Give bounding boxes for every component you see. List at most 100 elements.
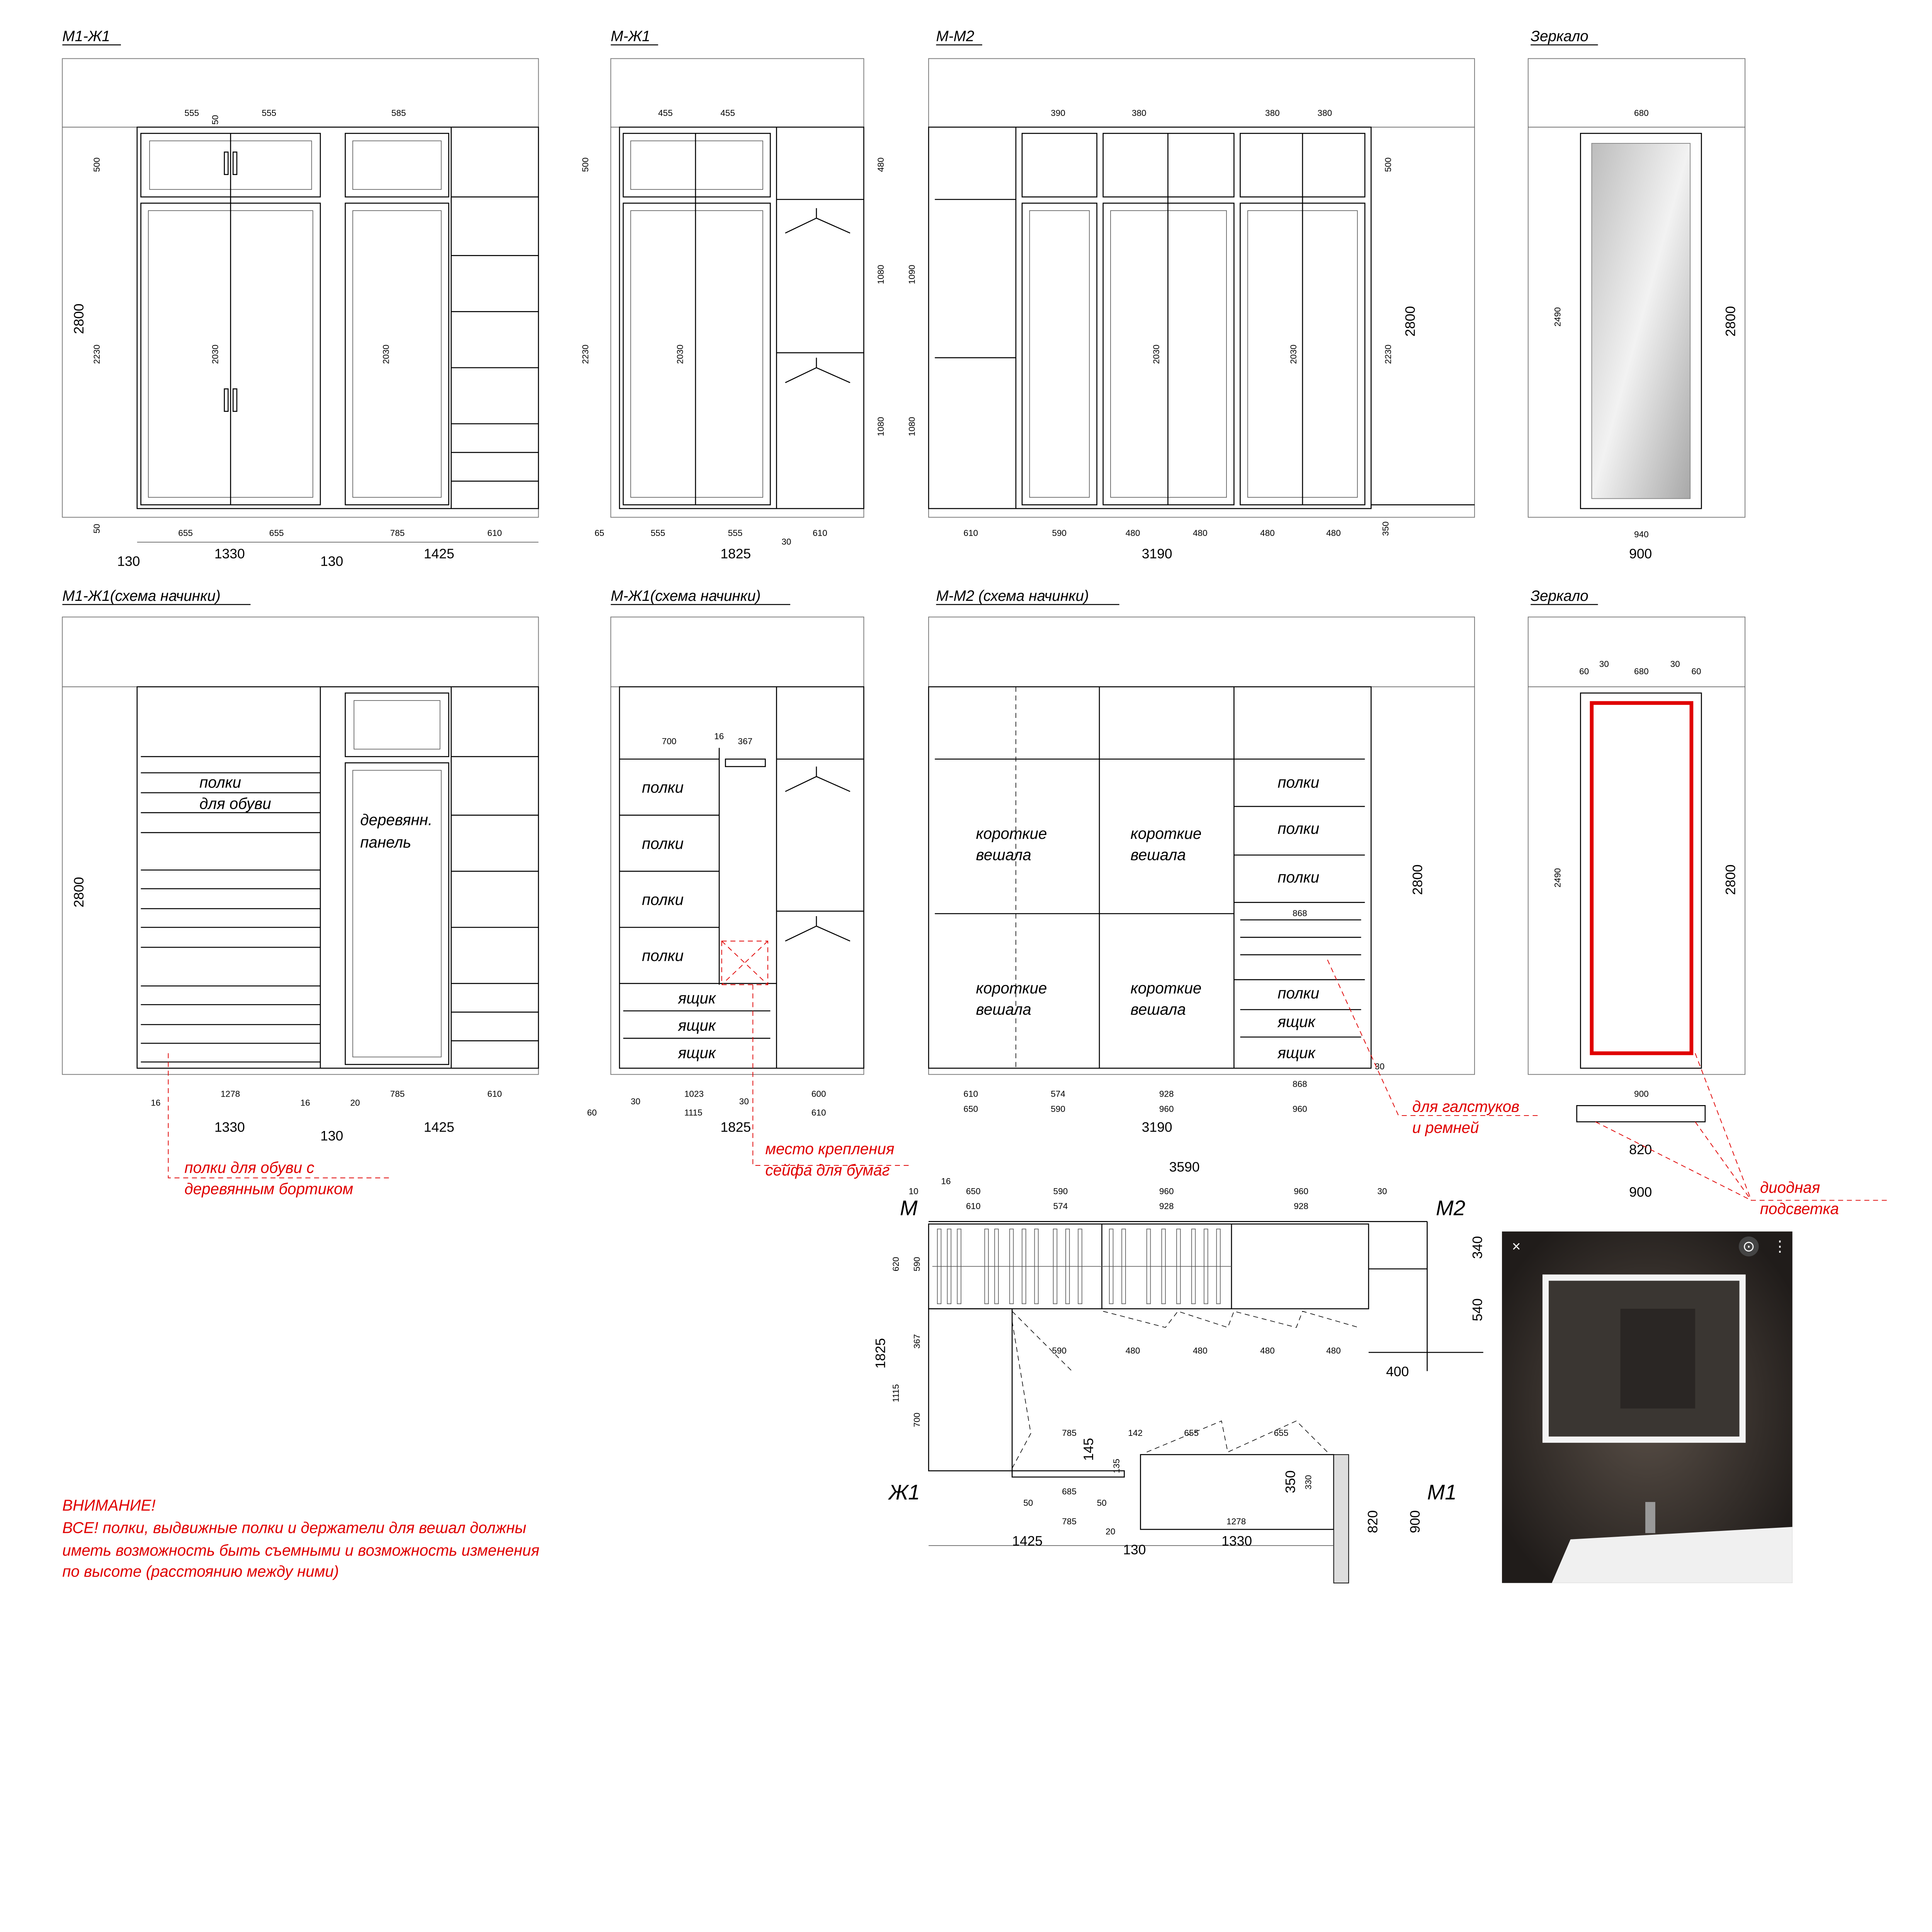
- dim: 1115: [891, 1384, 901, 1402]
- dim: 330: [1304, 1475, 1313, 1490]
- dim: 2030: [381, 345, 391, 364]
- dim: 1825: [872, 1338, 888, 1369]
- reference-photo: × ⊙ ⋮: [1502, 1231, 1793, 1583]
- dim: 610: [811, 1108, 826, 1117]
- close-icon[interactable]: ×: [1512, 1238, 1521, 1255]
- label: короткие: [1131, 825, 1202, 842]
- dim: 680: [1634, 108, 1649, 118]
- view-title: М-Ж1(схема начинки): [611, 588, 761, 604]
- drawing-line: [1022, 1228, 1026, 1304]
- drawing-line: [1368, 1221, 1483, 1371]
- dim: 65: [595, 528, 604, 538]
- dim: 900: [1629, 546, 1652, 561]
- dim: 20: [350, 1098, 360, 1107]
- dim: 1330: [214, 1119, 245, 1135]
- dim: 500: [92, 157, 102, 172]
- label: вешала: [1131, 846, 1186, 864]
- safe-mount-area: [721, 940, 769, 985]
- view-m-zh1: М-Ж1 2230 2030 1825 555 555 610 455 455 …: [581, 28, 886, 561]
- drawing-line: [345, 133, 449, 197]
- lens-icon[interactable]: ⊙: [1743, 1238, 1755, 1255]
- warning-text: иметь возможность быть съемными и возмож…: [62, 1541, 539, 1559]
- dim: 60: [1579, 667, 1589, 676]
- drawing-line: [725, 759, 766, 767]
- dim: 480: [1260, 528, 1275, 538]
- label: полки: [1277, 774, 1319, 791]
- dim: 50: [1023, 1498, 1033, 1508]
- drawing-line: [345, 762, 449, 1065]
- led-strip: [1590, 701, 1694, 1055]
- label: короткие: [976, 825, 1047, 842]
- drawing-line: [1191, 1228, 1196, 1304]
- wardrobe-body: [619, 126, 864, 509]
- plan-label: Ж1: [888, 1480, 920, 1504]
- drawing-line: [619, 686, 864, 1069]
- dim: 130: [117, 554, 140, 569]
- lens-button[interactable]: [1738, 1236, 1759, 1257]
- dim: 928: [1159, 1089, 1174, 1099]
- drawing-line: [947, 1228, 952, 1304]
- drawing-line: [1012, 1311, 1359, 1469]
- label: вешала: [1131, 1000, 1186, 1018]
- label: полки: [199, 774, 241, 791]
- more-options-icon[interactable]: ⋮: [1772, 1238, 1787, 1255]
- dim: 135: [1112, 1459, 1121, 1473]
- label: полки: [642, 779, 684, 796]
- dim: 2800: [1410, 864, 1425, 895]
- drawing-line: [1110, 210, 1227, 498]
- dim: 142: [1128, 1428, 1143, 1438]
- note-led: подсветка: [1760, 1200, 1839, 1218]
- view-title: М-М2: [936, 28, 975, 44]
- note-ties-belts: для галстуков: [1412, 1097, 1519, 1115]
- note-safe-mount: сейфа для бумаг: [765, 1161, 890, 1179]
- drawing-line: [937, 1228, 942, 1304]
- view-title: М1-Ж1: [62, 28, 110, 44]
- drawing-line: [721, 940, 769, 985]
- dim: 30: [631, 1097, 640, 1106]
- drawing-line: [1012, 1470, 1125, 1478]
- drawing-line: [1146, 1420, 1328, 1453]
- dim: 610: [966, 1201, 981, 1211]
- dim: 1425: [424, 1119, 454, 1135]
- dim: 3590: [1169, 1159, 1200, 1175]
- sink-image: [1552, 1527, 1793, 1583]
- drawing-line: [1204, 1228, 1208, 1304]
- dim: 610: [487, 1089, 502, 1099]
- dim: 16: [300, 1098, 310, 1107]
- drawing-line: [352, 140, 442, 190]
- view-m-m2: М-М2 3190 2800 2230 2030 2030 610 590 48…: [907, 28, 1475, 561]
- drawing-line: [721, 940, 768, 985]
- dim: 785: [390, 1089, 405, 1099]
- dim: 928: [1159, 1201, 1174, 1211]
- dim: 590: [1052, 1346, 1067, 1355]
- dim: 2230: [581, 345, 590, 364]
- dim: 2030: [1151, 345, 1161, 364]
- plan-label: М: [900, 1196, 918, 1220]
- label: полки: [642, 891, 684, 908]
- dim: 610: [964, 1089, 978, 1099]
- dim: 16: [151, 1098, 160, 1107]
- drawing-line: [1029, 210, 1090, 498]
- dim: 50: [92, 524, 102, 534]
- dim: 590: [912, 1257, 922, 1272]
- dim: 2490: [1553, 307, 1563, 327]
- floor-plan: М М2 Ж1 М1 3590 650 590 960 960 610 574 …: [872, 1159, 1485, 1583]
- drawing-line: [1216, 1228, 1221, 1304]
- dim: 600: [811, 1089, 826, 1099]
- dim: 390: [1051, 108, 1065, 118]
- dim: 2800: [1723, 306, 1738, 337]
- drawing-line: [1053, 1228, 1058, 1304]
- label: ящик: [1277, 1044, 1316, 1062]
- dim: 380: [1318, 108, 1332, 118]
- drawing-line: [1176, 1228, 1181, 1304]
- dim: 500: [581, 157, 590, 172]
- dim: 610: [813, 528, 827, 538]
- hanger-icon: [785, 916, 850, 942]
- dim: 1425: [424, 546, 454, 561]
- mirror-section: [1576, 1105, 1706, 1122]
- label: ящик: [678, 1044, 716, 1062]
- drawing-line: [721, 940, 768, 985]
- dim: 2230: [1383, 345, 1393, 364]
- dim: 130: [320, 1128, 343, 1144]
- dim: 590: [1053, 1186, 1068, 1196]
